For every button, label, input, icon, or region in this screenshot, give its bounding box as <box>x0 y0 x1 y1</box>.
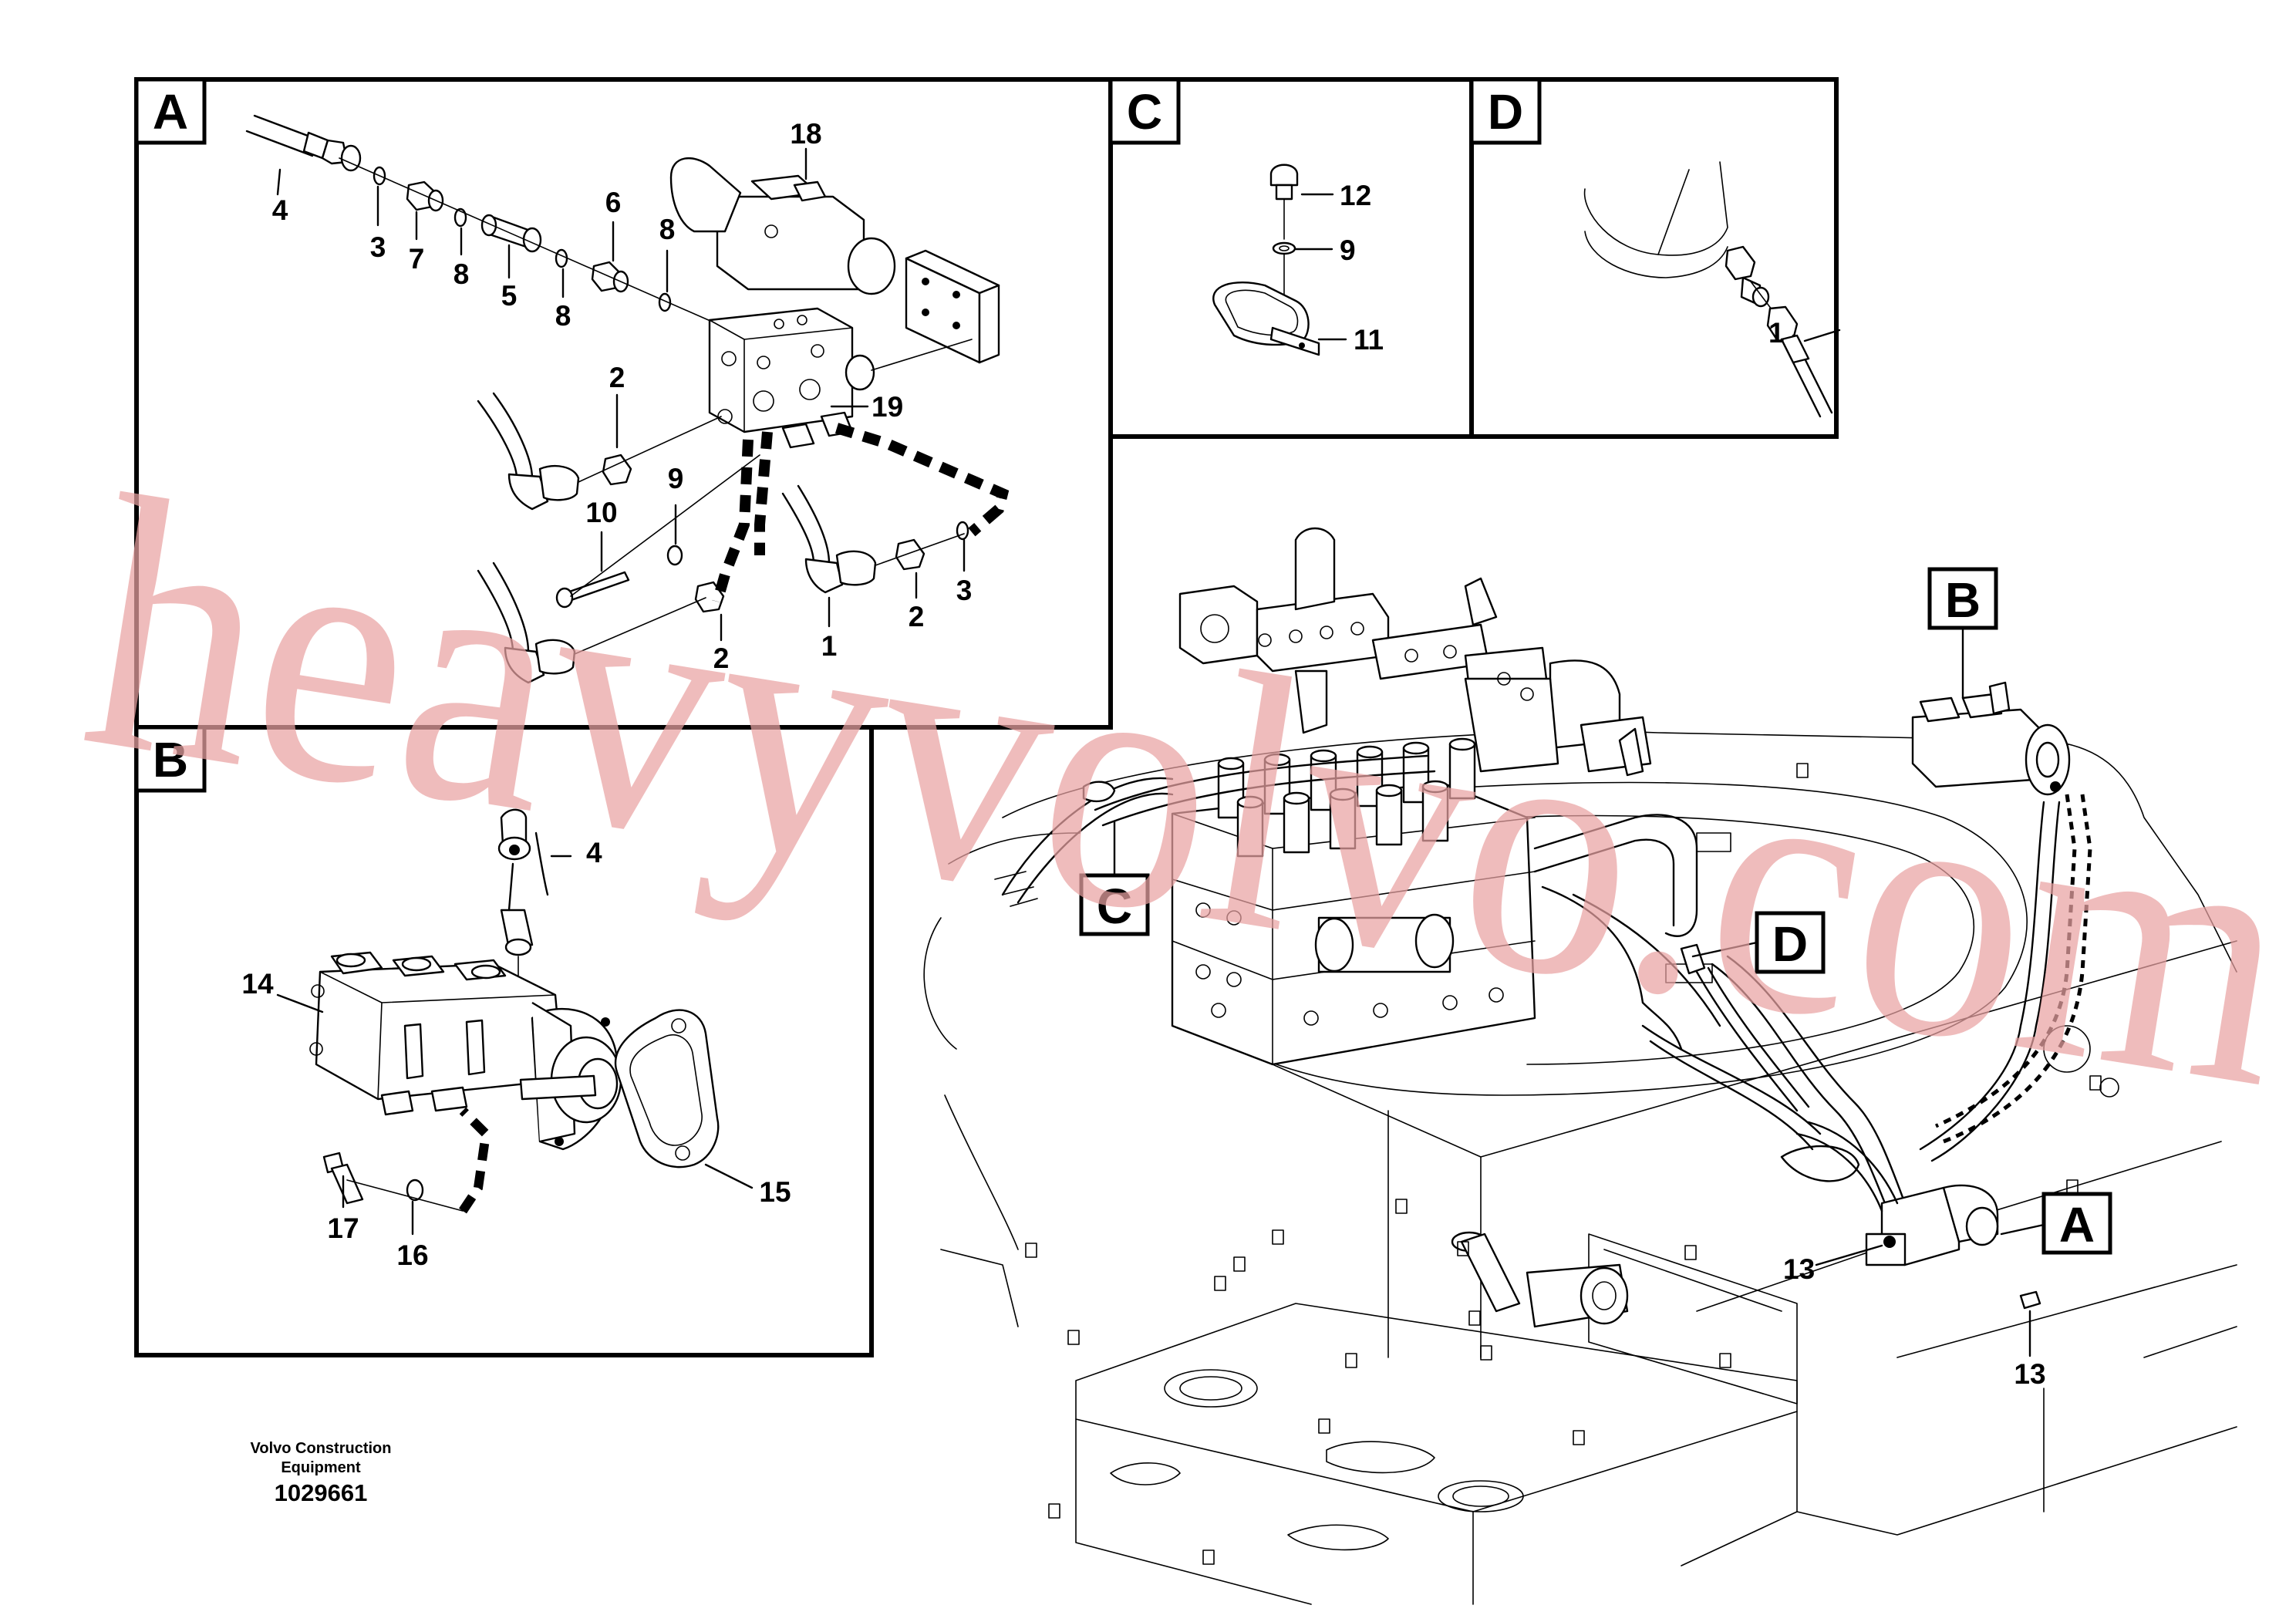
gear-pump-14 <box>309 951 622 1151</box>
svg-text:5: 5 <box>501 280 518 312</box>
callout-13-main-left: 13 <box>1783 1253 1815 1285</box>
svg-text:7: 7 <box>409 243 425 275</box>
detail-panel-b: B <box>134 725 874 1357</box>
solenoid-valve-location-a <box>1865 1184 1999 1266</box>
svg-text:15: 15 <box>759 1176 791 1208</box>
svg-text:A: A <box>2059 1197 2095 1253</box>
svg-text:8: 8 <box>659 214 676 245</box>
svg-text:10: 10 <box>585 497 617 528</box>
upper-manifold <box>1178 527 1652 777</box>
svg-text:6: 6 <box>605 187 622 218</box>
panel-d-letter: D <box>1488 84 1523 140</box>
callout-13-main-right: 13 <box>2014 1358 2045 1390</box>
svg-text:D: D <box>1772 916 1808 972</box>
drawing-number: 1029661 <box>274 1479 368 1506</box>
pump-location-b <box>1911 681 2071 796</box>
location-tag-a: A <box>2000 1192 2112 1255</box>
detail-panel-a: A <box>134 77 1113 730</box>
hose-clamp-11 <box>1212 281 1320 356</box>
footer-company-line2: Equipment <box>281 1459 361 1476</box>
svg-text:9: 9 <box>668 463 684 494</box>
svg-text:17: 17 <box>327 1212 359 1244</box>
panel-a-letter: A <box>153 84 188 140</box>
svg-text:2: 2 <box>609 362 625 393</box>
panel-b-callouts: 4 14 15 17 16 <box>241 837 791 1271</box>
svg-text:8: 8 <box>555 300 571 332</box>
svg-text:8: 8 <box>453 258 470 290</box>
svg-text:C: C <box>1097 878 1132 934</box>
location-tag-b: B <box>1927 567 1998 700</box>
main-assembly-view: B C D A 13 13 <box>923 527 2237 1605</box>
panel-d-callout-1: 1 <box>1768 317 1785 349</box>
panel-b-letter: B <box>153 732 188 787</box>
svg-text:2: 2 <box>909 601 925 632</box>
svg-text:B: B <box>1945 572 1981 628</box>
footer-company-line1: Volvo Construction <box>250 1440 392 1457</box>
svg-text:11: 11 <box>1354 324 1384 356</box>
solenoid-valve-18 <box>669 157 896 295</box>
svg-text:3: 3 <box>370 231 386 263</box>
detail-panel-d: D 1 <box>1469 77 1841 439</box>
svg-text:9: 9 <box>1340 234 1356 266</box>
location-tag-c: C <box>1079 820 1150 936</box>
panel-c-callouts: 12 9 11 <box>1294 180 1384 356</box>
svg-text:12: 12 <box>1340 180 1371 211</box>
svg-text:1: 1 <box>821 630 838 662</box>
valve-block-19 <box>708 307 875 449</box>
svg-text:14: 14 <box>241 968 274 1000</box>
detail-panel-c: C 12 9 11 <box>1108 77 1474 439</box>
gasket-15 <box>615 1009 720 1168</box>
control-valve-cluster <box>1171 737 1536 1066</box>
footer-company: Volvo Construction Equipment <box>244 1439 398 1478</box>
location-tag-d: D <box>1691 911 1826 974</box>
panel-c-letter: C <box>1127 84 1162 140</box>
svg-text:2: 2 <box>713 642 730 674</box>
svg-text:16: 16 <box>396 1239 428 1271</box>
svg-text:4: 4 <box>272 194 288 226</box>
svg-text:3: 3 <box>956 575 973 606</box>
panel-a-callouts: 4 3 7 8 5 8 6 8 18 19 2 9 10 2 <box>272 118 973 674</box>
svg-text:18: 18 <box>790 118 821 150</box>
svg-text:4: 4 <box>586 837 602 868</box>
svg-text:19: 19 <box>872 391 903 423</box>
